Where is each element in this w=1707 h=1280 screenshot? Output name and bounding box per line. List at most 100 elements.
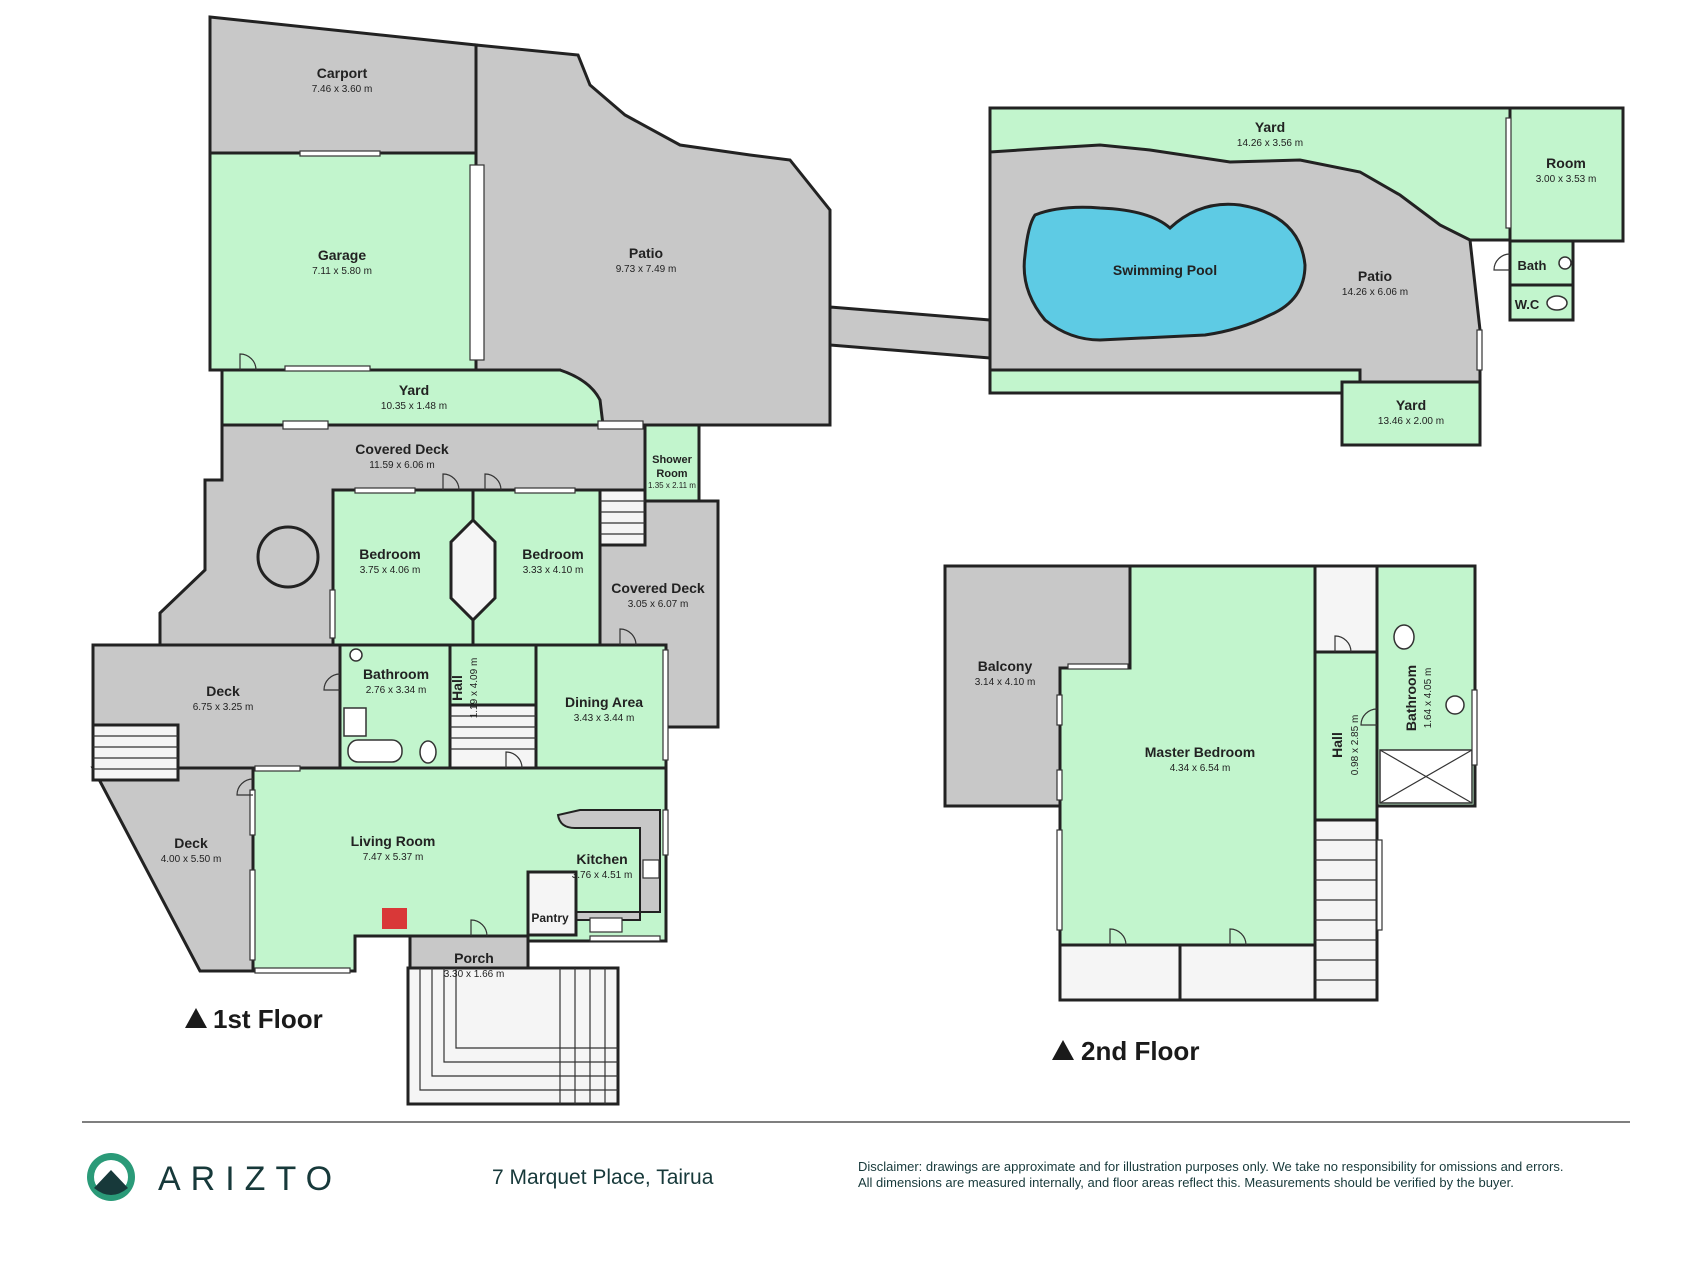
window [1056, 694, 1063, 726]
porch-label: Porch [454, 950, 494, 966]
yard-label: Yard [399, 382, 429, 398]
window [354, 487, 416, 494]
garage-area [208, 151, 478, 372]
window [254, 765, 301, 772]
bedroom-2-label: Bedroom [522, 546, 583, 562]
bathroom-2-label: Bathroom [1403, 665, 1419, 731]
covered-deck-dims: 11.59 x 6.06 m [369, 460, 434, 471]
bath-label: Bath [1518, 258, 1547, 273]
fireplace-marker [382, 908, 407, 929]
stairs-porch [406, 966, 620, 1106]
bedroom-1-label: Bedroom [359, 546, 420, 562]
round-table [256, 525, 320, 589]
yard-top-label: Yard [1255, 119, 1285, 135]
window [662, 649, 669, 761]
deck-2-dims: 4.00 x 5.50 m [161, 854, 222, 865]
pool-label: Swimming Pool [1113, 262, 1217, 278]
window [662, 809, 669, 856]
door [470, 919, 488, 937]
north-arrow-icon [1052, 1040, 1074, 1060]
window [1067, 663, 1129, 670]
dining-dims: 3.43 x 3.44 m [574, 713, 635, 724]
door [1493, 253, 1511, 271]
door [236, 778, 254, 796]
carport-dims: 7.46 x 3.60 m [312, 84, 373, 95]
basin-icon [349, 648, 363, 662]
toilet-icon [1393, 624, 1415, 650]
covered-deck-2-label: Covered Deck [611, 580, 705, 596]
door [1229, 928, 1247, 946]
window [299, 150, 381, 157]
yard-bottom-area [1340, 380, 1482, 447]
pantry-label: Pantry [531, 911, 569, 925]
wc-label: W.C [1515, 297, 1540, 312]
hall-2-label: Hall [1329, 732, 1345, 758]
door [505, 751, 523, 769]
disclaimer-line-2: All dimensions are measured internally, … [858, 1175, 1514, 1190]
second-floor-plan: Balcony 3.14 x 4.10 m Master Bedroom 4.3… [943, 564, 1478, 1066]
carport-label: Carport [317, 65, 368, 81]
deck-2-area [90, 766, 255, 973]
bedroom-2-dims: 3.33 x 4.10 m [523, 565, 584, 576]
door [1360, 708, 1378, 726]
second-floor-label: 2nd Floor [1081, 1036, 1199, 1066]
window [249, 789, 256, 836]
garage-dims: 7.11 x 5.80 m [312, 266, 372, 277]
pantry-area [526, 870, 578, 937]
door [239, 353, 257, 371]
shower-room-label-2: Room [656, 468, 687, 480]
yard-top-dims: 14.26 x 3.56 m [1237, 138, 1303, 149]
window [1471, 689, 1478, 766]
window [1476, 329, 1483, 371]
room-dims: 3.00 x 3.53 m [1536, 174, 1597, 185]
patio-dims: 9.73 x 7.49 m [616, 264, 677, 275]
window [589, 935, 661, 942]
brand-name: ARIZTO [158, 1160, 342, 1198]
window [282, 420, 329, 430]
dining-label: Dining Area [565, 694, 643, 710]
patio-area [474, 43, 832, 427]
bathtub [347, 739, 403, 763]
balcony-bottom-1 [1058, 943, 1182, 1002]
window [1056, 769, 1063, 801]
stairs-deck [91, 723, 180, 782]
door [484, 473, 502, 491]
hall-dims: 1.19 x 4.09 m [469, 658, 480, 719]
window [1505, 117, 1512, 229]
yard-bottom-label: Yard [1396, 397, 1426, 413]
door [1109, 928, 1127, 946]
cooktop-icon [642, 859, 660, 879]
sink-icon [589, 917, 623, 933]
door [442, 473, 460, 491]
deck-1-label: Deck [206, 683, 240, 699]
pool-area-plan: Yard 14.26 x 3.56 m Room 3.00 x 3.53 m S… [988, 106, 1625, 447]
north-arrow-icon [185, 1008, 207, 1028]
bedroom-1-dims: 3.75 x 4.06 m [360, 565, 421, 576]
footer: ARIZTO 7 Marquet Place, Tairua Disclaime… [82, 1121, 1630, 1201]
living-room-label: Living Room [351, 833, 436, 849]
bathroom-label: Bathroom [363, 666, 429, 682]
toilet-icon [1546, 295, 1568, 311]
covered-deck-2-dims: 3.05 x 6.07 m [628, 599, 689, 610]
arizto-logo-icon [87, 1153, 135, 1201]
bathroom-dims: 2.76 x 3.34 m [366, 685, 427, 696]
patio-2-dims: 14.26 x 6.06 m [1342, 287, 1408, 298]
room-label: Room [1546, 155, 1586, 171]
master-bedroom-label: Master Bedroom [1145, 744, 1255, 760]
bathroom-2-dims: 1.64 x 4.05 m [1423, 668, 1434, 729]
vanity [343, 707, 367, 737]
master-bedroom-dims: 4.34 x 6.54 m [1170, 763, 1231, 774]
balcony-label: Balcony [978, 658, 1033, 674]
yard-dims: 10.35 x 1.48 m [381, 401, 447, 412]
porch-dims: 3.30 x 1.66 m [444, 969, 505, 980]
basin-icon [1445, 695, 1465, 715]
covered-deck-label: Covered Deck [355, 441, 449, 457]
hall-2-dims: 0.98 x 2.85 m [1350, 715, 1361, 776]
hall-label: Hall [449, 675, 465, 701]
door [619, 628, 637, 646]
window [469, 164, 485, 361]
disclaimer-line-1: Disclaimer: drawings are approximate and… [858, 1159, 1563, 1174]
room-area [1508, 106, 1625, 243]
kitchen-dims: 3.76 x 4.51 m [572, 870, 633, 881]
